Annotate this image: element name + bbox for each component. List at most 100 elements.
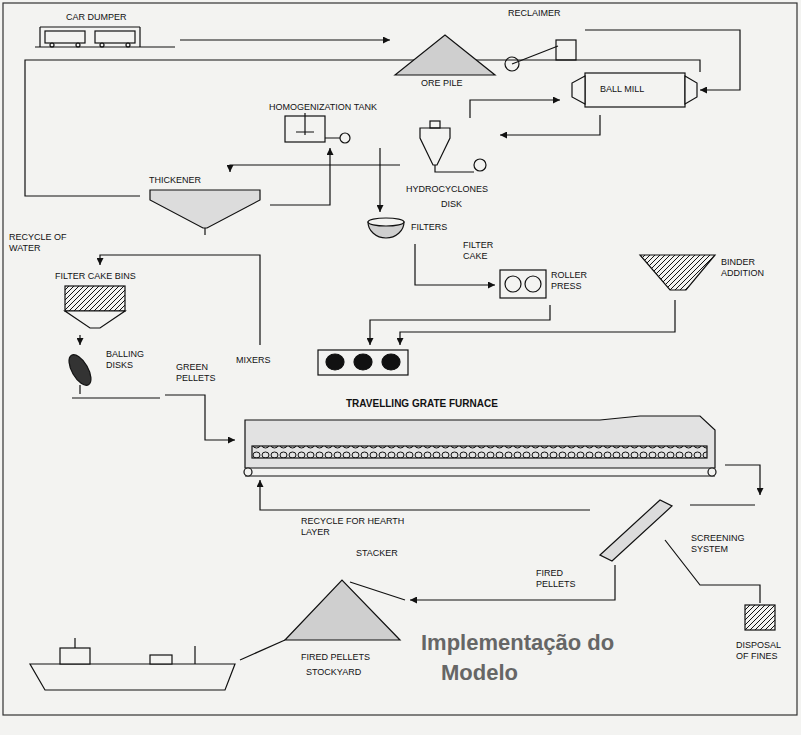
car-dumper bbox=[40, 27, 140, 47]
car-dumper bbox=[50, 43, 54, 47]
ball-mill bbox=[572, 76, 585, 104]
conveyor-flow bbox=[585, 30, 740, 90]
grate-furnace bbox=[244, 468, 252, 476]
thickener bbox=[150, 190, 260, 235]
balling-disk bbox=[79, 385, 80, 394]
reclaimer bbox=[505, 40, 576, 71]
balling-disk bbox=[72, 397, 160, 398]
mixer bbox=[318, 350, 408, 375]
equipment-node: FILTERS bbox=[360, 212, 455, 244]
ship bbox=[30, 664, 235, 690]
equipment-label: HOMOGENIZATION TANK bbox=[268, 102, 378, 113]
car-dumper bbox=[100, 43, 104, 47]
equipment-node: ROLLER PRESS bbox=[495, 265, 605, 305]
flow-label: STACKER bbox=[355, 548, 399, 559]
homogenization-tank bbox=[285, 112, 350, 143]
stockyard-pile bbox=[285, 580, 400, 640]
filter-cake-bin bbox=[65, 286, 125, 328]
car-dumper bbox=[126, 43, 130, 47]
equipment-node: FIRED PELLETSSTOCKYARD bbox=[270, 570, 410, 690]
ship bbox=[75, 638, 195, 664]
conveyor-flow bbox=[79, 335, 80, 345]
conveyor-flow bbox=[100, 255, 260, 345]
equipment-node: THICKENER bbox=[140, 172, 270, 237]
conveyor-flow bbox=[470, 100, 560, 118]
car-dumper bbox=[35, 27, 175, 47]
mixer bbox=[354, 354, 372, 370]
equipment-node: RECLAIMER bbox=[505, 6, 585, 72]
screen bbox=[745, 605, 775, 630]
roller-press bbox=[505, 276, 521, 292]
conveyor-flow bbox=[260, 480, 590, 510]
equipment-node: HOMOGENIZATION TANK bbox=[265, 100, 395, 148]
screen bbox=[600, 500, 672, 561]
grate-furnace bbox=[252, 446, 707, 458]
equipment-label: TRAVELLING GRATE FURNACE bbox=[345, 398, 499, 409]
reclaimer bbox=[512, 46, 558, 64]
car-dumper bbox=[95, 31, 135, 43]
flow-label: RECYCLE OF WATER bbox=[8, 232, 70, 254]
equipment-label: FIRED PELLETS bbox=[300, 652, 371, 663]
equipment-node: BALLING DISKS bbox=[55, 345, 165, 405]
flow-label: DISK bbox=[440, 199, 463, 210]
ore-pile bbox=[395, 35, 495, 75]
hydrocyclone bbox=[430, 121, 440, 128]
equipment-label: BINDER ADDITION bbox=[720, 257, 792, 279]
equipment-node: BALL MILL bbox=[560, 65, 700, 115]
equipment-node: MIXERS bbox=[235, 345, 415, 380]
car-dumper bbox=[45, 31, 85, 43]
conveyor-flow bbox=[165, 395, 235, 440]
equipment-node: CAR DUMPER bbox=[30, 8, 180, 53]
grate-furnace bbox=[245, 416, 715, 468]
screen bbox=[600, 500, 775, 630]
flow-label: FILTER CAKE bbox=[462, 240, 504, 262]
equipment-label: ORE PILE bbox=[420, 78, 464, 89]
thickener bbox=[150, 190, 260, 228]
ship bbox=[150, 655, 172, 664]
flow-label: RECYCLE FOR HEARTH LAYER bbox=[300, 516, 432, 538]
hydrocyclone bbox=[435, 165, 474, 172]
equipment-node: HYDROCYCLONES bbox=[400, 118, 500, 198]
conveyor-flow bbox=[370, 305, 550, 345]
grate-furnace bbox=[244, 416, 716, 476]
binder-hopper bbox=[640, 255, 715, 290]
flow-label: GREEN PELLETS bbox=[175, 362, 232, 384]
binder-hopper bbox=[640, 255, 715, 290]
equipment-node: TRAVELLING GRATE FURNACE bbox=[235, 395, 725, 480]
frame bbox=[3, 3, 797, 715]
conveyor-flow bbox=[725, 465, 760, 495]
watermark: Modelo bbox=[440, 660, 519, 685]
equipment-label: MIXERS bbox=[235, 355, 272, 366]
stockyard-pile bbox=[240, 640, 285, 660]
roller-press bbox=[500, 270, 546, 298]
equipment-label: BALL MILL bbox=[599, 84, 645, 95]
mixer bbox=[318, 350, 408, 375]
reclaimer bbox=[556, 40, 576, 60]
equipment-label: HYDROCYCLONES bbox=[405, 184, 489, 195]
stockyard-pile bbox=[350, 582, 405, 600]
equipment-node: BINDER ADDITION bbox=[635, 245, 795, 300]
ball-mill bbox=[572, 73, 697, 107]
homogenization-tank bbox=[296, 112, 340, 138]
equipment-label: FILTER CAKE BINS bbox=[54, 271, 137, 282]
hydrocyclone bbox=[474, 159, 486, 171]
water-recycle-line bbox=[25, 60, 700, 196]
equipment-label: FILTERS bbox=[410, 222, 448, 233]
frame bbox=[3, 3, 797, 715]
equipment-node: ORE PILE bbox=[390, 28, 500, 91]
ship bbox=[60, 648, 90, 664]
equipment-label: SCREENING SYSTEM bbox=[690, 533, 772, 555]
equipment-label: CAR DUMPER bbox=[65, 12, 128, 23]
watermark: Implementação do bbox=[420, 630, 615, 655]
ore-pile bbox=[395, 35, 495, 75]
car-dumper bbox=[35, 46, 175, 47]
equipment-node: SCREENING SYSTEM bbox=[590, 495, 795, 565]
conveyor-flow bbox=[410, 565, 615, 600]
conveyor-flow bbox=[379, 148, 380, 212]
homogenization-tank bbox=[340, 133, 350, 143]
conveyor-flow bbox=[180, 39, 390, 40]
conveyor-flow bbox=[500, 115, 600, 135]
conveyor-flow bbox=[270, 148, 330, 205]
stockyard-pile bbox=[240, 580, 405, 660]
ship bbox=[30, 638, 235, 690]
